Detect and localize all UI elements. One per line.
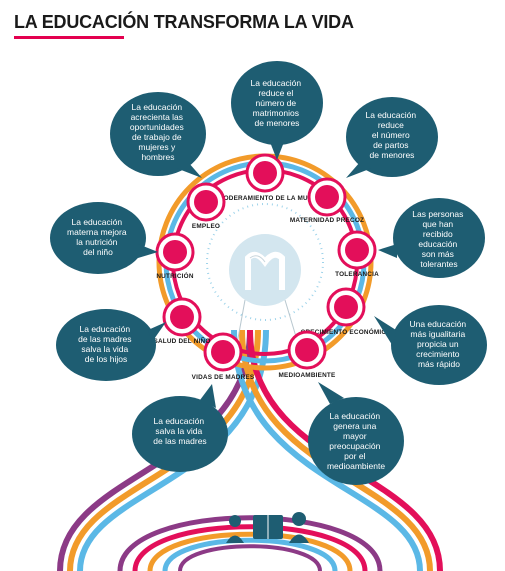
node-medioambiente: MEDIOAMBIENTE xyxy=(279,330,336,379)
bubble-line: oportunidades xyxy=(130,122,184,132)
node-label: MEDIOAMBIENTE xyxy=(279,372,336,379)
svg-text:La educación de las madr: La educación de las madres salva la vida… xyxy=(78,324,134,364)
bubble-line: La educación xyxy=(80,324,131,334)
bubble-hijos: La educación de las madres salva la vida… xyxy=(56,309,166,381)
bubble-top: La educación reduce el número de matrimo… xyxy=(231,61,323,160)
node-label: EMPLEO xyxy=(192,223,220,230)
svg-text:Una educación más iguali: Una educación más igualitaria propicia u… xyxy=(409,319,468,369)
node-label: TOLERANCIA xyxy=(335,271,379,278)
logo-icon xyxy=(229,234,301,306)
bubble-line: tolerantes xyxy=(420,259,457,269)
teacher-icon xyxy=(289,512,309,543)
svg-text:La educación reduce el: La educación reduce el número de matrimo… xyxy=(251,78,304,128)
node-label: CRECIMIENTO ECONÓMICO xyxy=(301,327,392,336)
bubble-line: La educación xyxy=(330,411,381,421)
bubble-line: salva la vida xyxy=(81,344,128,354)
bubble-line: más igualitaria xyxy=(410,329,465,339)
bubble-line: la nutrición xyxy=(76,237,117,247)
bubble-line: Una educación xyxy=(409,319,466,329)
student-icon xyxy=(226,515,244,543)
bubble-crecimiento: Una educación más igualitaria propicia u… xyxy=(374,305,487,385)
svg-text:La educación salva la vi: La educación salva la vida de las madres xyxy=(153,416,206,446)
bubble-line: mujeres y xyxy=(138,142,176,152)
bubble-line: hombres xyxy=(141,152,174,162)
bubble-line: de las madres xyxy=(153,436,206,446)
bubble-line: preocupación xyxy=(329,441,380,451)
bubble-line: mayor xyxy=(343,431,367,441)
node-maternidad: MATERNIDAD PRECOZ xyxy=(290,177,364,224)
svg-text:La educación materna mej: La educación materna mejora la nutrición… xyxy=(67,217,129,257)
bubble-line: de los hijos xyxy=(85,354,128,364)
svg-text:Las personas que han: Las personas que han recibido educación … xyxy=(412,209,465,269)
bubble-line: por el xyxy=(344,451,365,461)
bubble-line: que han xyxy=(422,219,453,229)
bubble-line: del niño xyxy=(83,247,113,257)
bubble-line: de menores xyxy=(255,118,300,128)
node-tolerancia: TOLERANCIA xyxy=(335,230,379,278)
bubble-line: salva la vida xyxy=(155,426,202,436)
bubble-tolerantes: Las personas que han recibido educación … xyxy=(378,198,485,278)
node-vidas: VIDAS DE MADRES xyxy=(192,332,255,381)
inner-dotted-ring xyxy=(206,203,324,321)
bubble-line: recibido xyxy=(423,229,453,239)
bubble-line: de menores xyxy=(370,150,415,160)
node-empleo: EMPLEO xyxy=(186,182,226,230)
bubble-nutricion: La educación materna mejora la nutrición… xyxy=(50,202,158,274)
node-label: VIDAS DE MADRES xyxy=(192,374,255,381)
bubble-line: número de xyxy=(255,98,296,108)
bubble-line: educación xyxy=(418,239,457,249)
bubble-line: La educación xyxy=(72,217,123,227)
bubble-line: genera una xyxy=(333,421,376,431)
bubble-line: reduce xyxy=(378,120,404,130)
bubble-trabajo: La educación acrecienta las oportunidade… xyxy=(110,92,206,178)
bubble-line: Las personas xyxy=(412,209,463,219)
title-underline xyxy=(14,36,124,39)
bubble-line: reduce el xyxy=(258,88,293,98)
bubble-line: La educación xyxy=(132,102,183,112)
bubble-line: acrecienta las xyxy=(131,112,183,122)
bubble-line: de partos xyxy=(373,140,408,150)
node-label: MATERNIDAD PRECOZ xyxy=(290,217,364,224)
node-nutricion: NUTRICIÓN xyxy=(155,232,195,280)
bubble-line: el número xyxy=(372,130,410,140)
svg-text:La educación acrecienta: La educación acrecienta las oportunidade… xyxy=(130,102,186,162)
bubble-line: propicia un xyxy=(417,339,459,349)
node-label: EMPODERAMIENTO DE LA MUJER xyxy=(209,195,321,202)
bubble-line: La educación xyxy=(251,78,302,88)
bubble-line: La educación xyxy=(366,110,417,120)
svg-text:La educación genera una: La educación genera una mayor preocupaci… xyxy=(327,411,385,471)
book-icon xyxy=(253,515,283,539)
bubble-line: La educación xyxy=(154,416,205,426)
bubble-line: medioambiente xyxy=(327,461,385,471)
bubble-line: más rápido xyxy=(418,359,460,369)
node-label: NUTRICIÓN xyxy=(156,271,193,280)
bubble-medio: La educación genera una mayor preocupaci… xyxy=(308,382,404,485)
node-empoderamiento: EMPODERAMIENTO DE LA MUJER xyxy=(209,153,321,202)
bubble-line: de las madres xyxy=(78,334,131,344)
node-salud: SALUD DEL NIÑO xyxy=(153,297,210,345)
bubble-line: matrimonios xyxy=(253,108,299,118)
bubble-line: crecimiento xyxy=(416,349,460,359)
svg-text:La educación reduce: La educación reduce el número de partos … xyxy=(366,110,419,160)
bubble-partos: La educación reduce el número de partos … xyxy=(346,97,438,178)
bubble-line: materna mejora xyxy=(67,227,127,237)
bubble-madres: La educación salva la vida de las madres xyxy=(132,384,228,472)
page-title: LA EDUCACIÓN TRANSFORMA LA VIDA xyxy=(14,12,354,32)
bubble-line: de trabajo de xyxy=(132,132,182,142)
node-label: SALUD DEL NIÑO xyxy=(153,336,210,345)
bubble-line: son más xyxy=(422,249,454,259)
node-crecimiento: CRECIMIENTO ECONÓMICO xyxy=(301,287,392,336)
